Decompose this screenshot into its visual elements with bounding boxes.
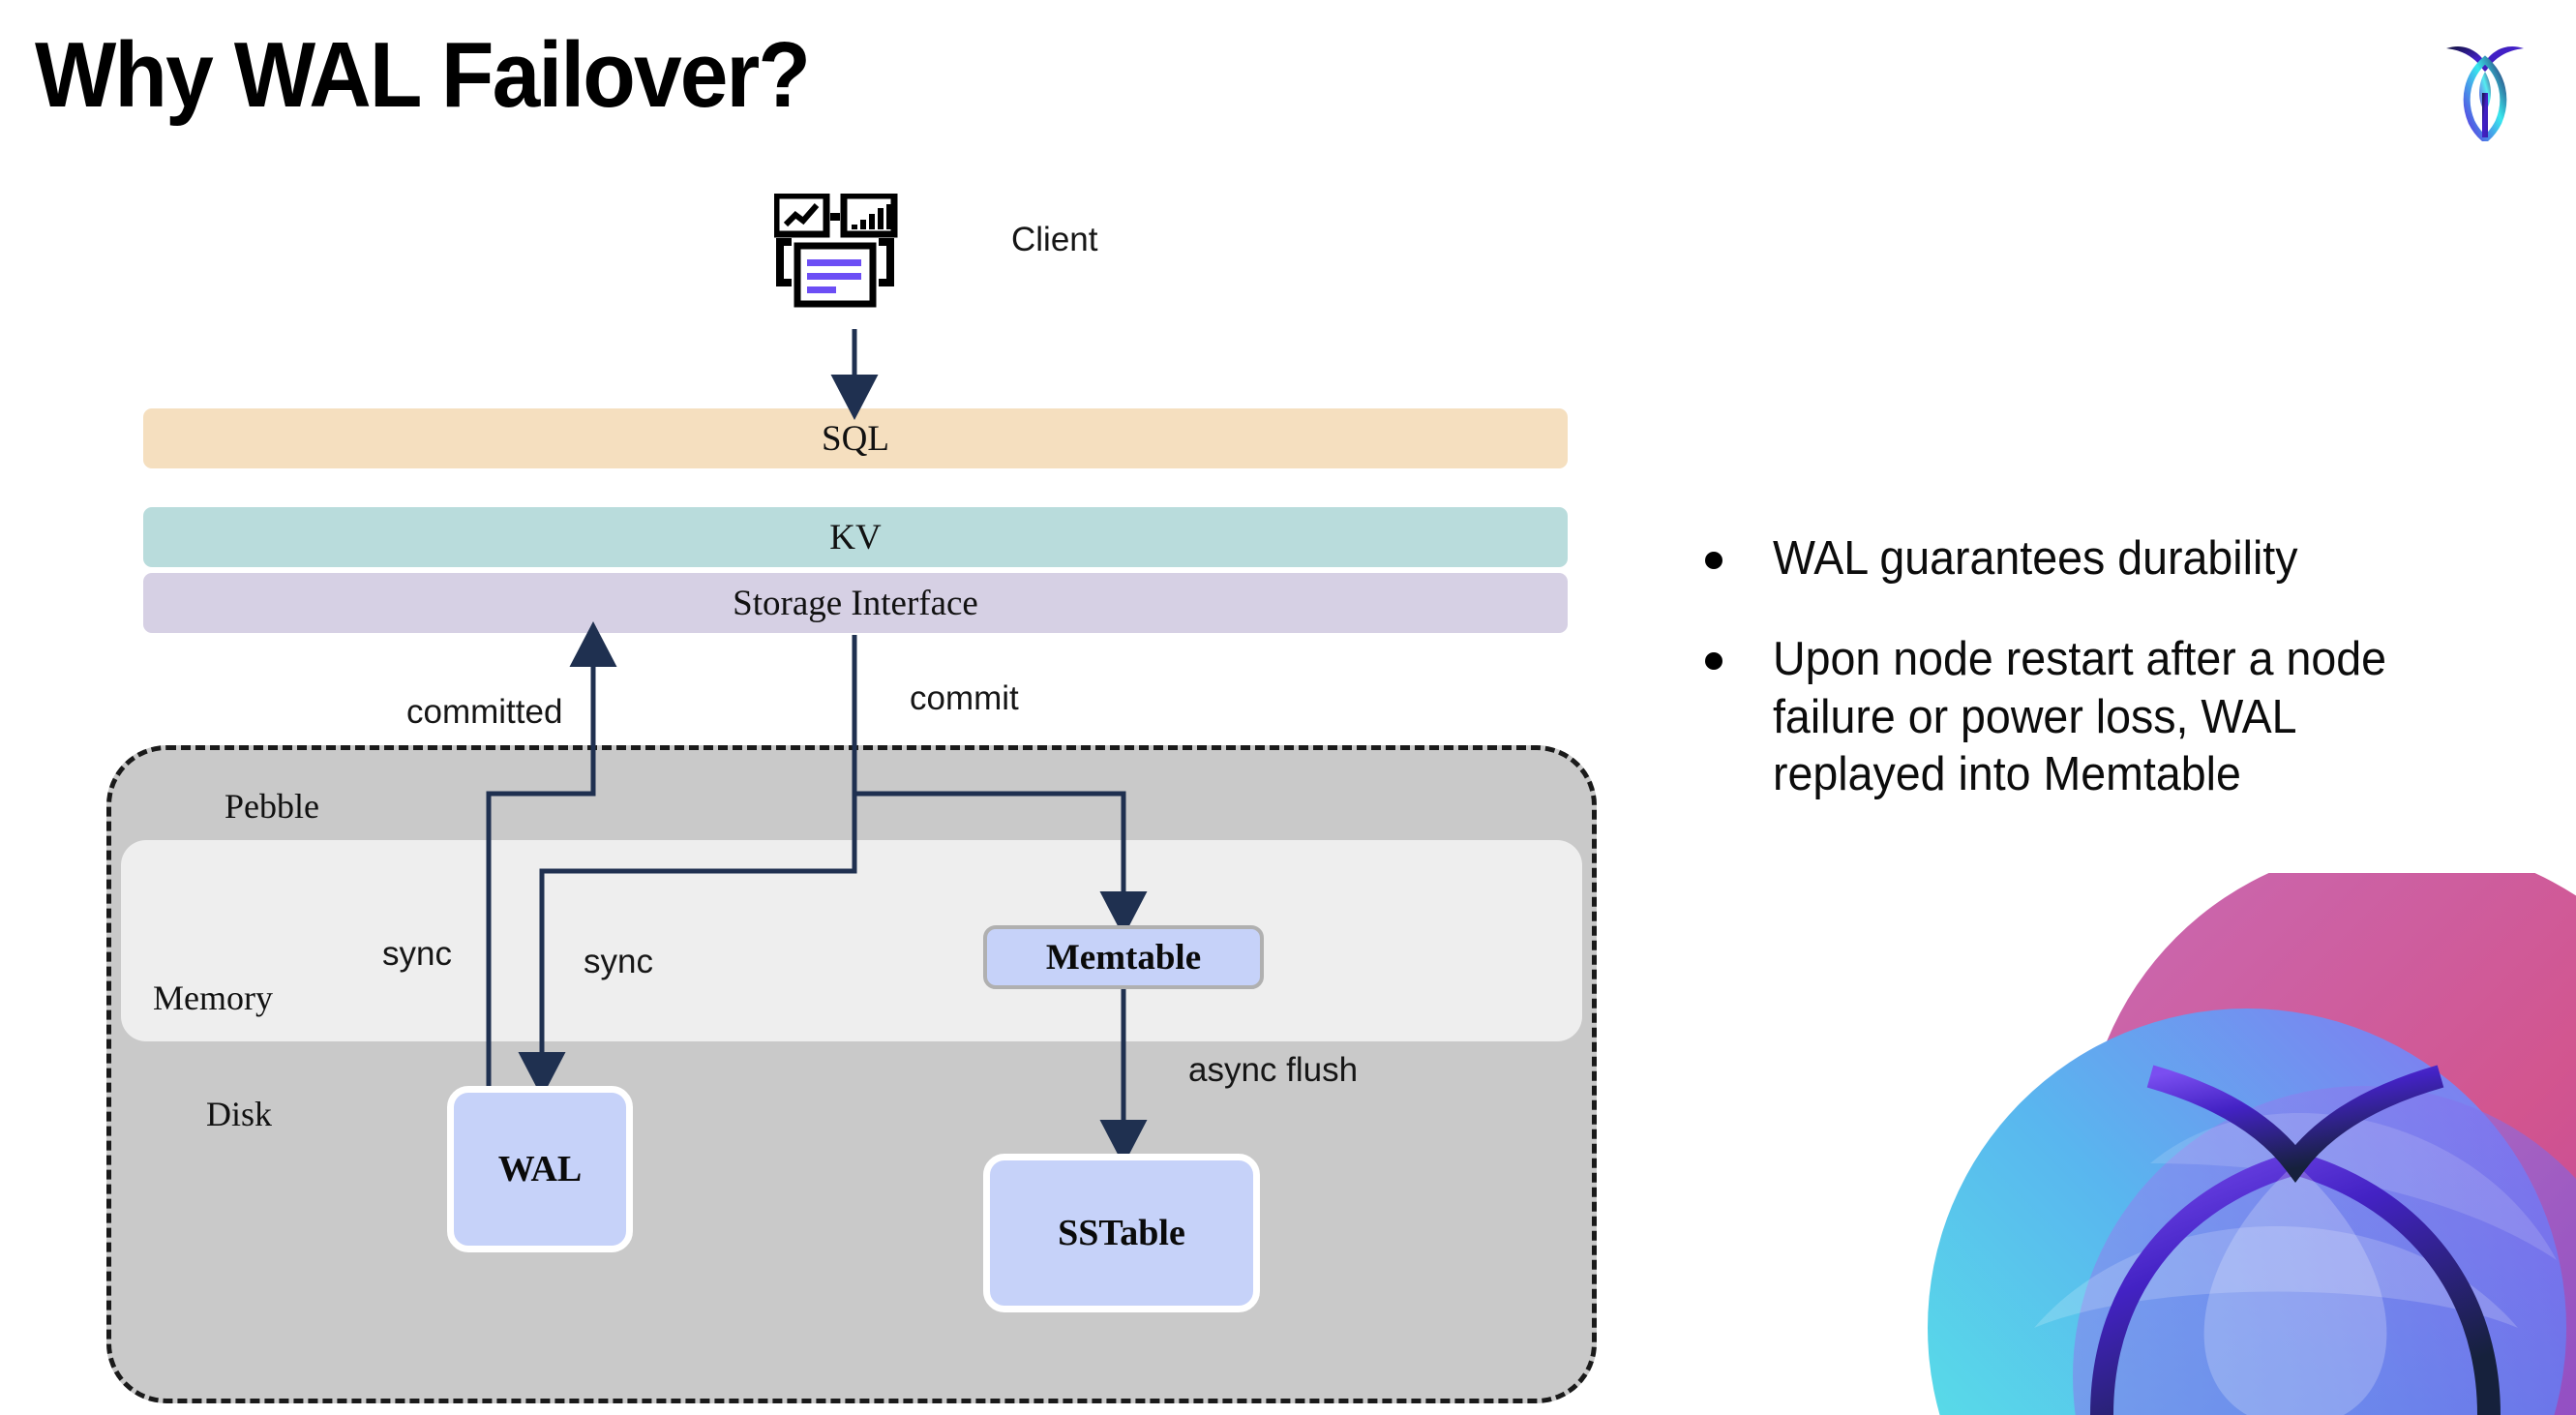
bullet-dot-icon (1705, 651, 1722, 670)
layer-bar-sql: SQL (143, 408, 1568, 468)
memory-band (121, 840, 1582, 1041)
client-monitor-icon (772, 192, 929, 329)
layer-bar-storage-interface: Storage Interface (143, 573, 1568, 633)
layer-label-sql: SQL (822, 418, 889, 459)
notes-list: WAL guarantees durability Upon node rest… (1705, 530, 2508, 847)
list-item: Upon node restart after a node failure o… (1705, 631, 2508, 804)
edge-label-commit: commit (910, 679, 1019, 717)
node-label-memtable: Memtable (1045, 937, 1202, 978)
layer-label-storage-interface: Storage Interface (733, 583, 978, 623)
layer-label-kv: KV (829, 517, 882, 557)
node-wal: WAL (447, 1086, 633, 1252)
cockroachdb-logo (2439, 33, 2531, 144)
edge-label-async-flush: async flush (1188, 1051, 1359, 1089)
node-sstable: SSTable (983, 1154, 1260, 1312)
edge-label-sync-commit: sync (584, 943, 653, 980)
node-label-sstable: SSTable (1058, 1213, 1185, 1253)
disk-label: Disk (206, 1095, 273, 1133)
list-item: WAL guarantees durability (1705, 530, 2508, 588)
edge-label-sync-committed: sync (382, 935, 452, 973)
pebble-label: Pebble (225, 787, 319, 826)
bullet-text: Upon node restart after a node failure o… (1773, 632, 2387, 801)
edge-label-committed: committed (406, 693, 563, 731)
bullet-dot-icon (1705, 552, 1722, 569)
node-memtable: Memtable (983, 925, 1264, 989)
decorative-logo-artwork (1860, 873, 2576, 1415)
architecture-diagram: Client SQL KV Storage Interface Pebble M… (106, 192, 1597, 1403)
node-label-wal: WAL (497, 1149, 583, 1189)
client-label: Client (1011, 221, 1098, 258)
page-title: Why WAL Failover? (35, 23, 811, 127)
memory-label: Memory (153, 978, 273, 1017)
layer-bar-kv: KV (143, 507, 1568, 567)
bullet-text: WAL guarantees durability (1773, 532, 2298, 585)
